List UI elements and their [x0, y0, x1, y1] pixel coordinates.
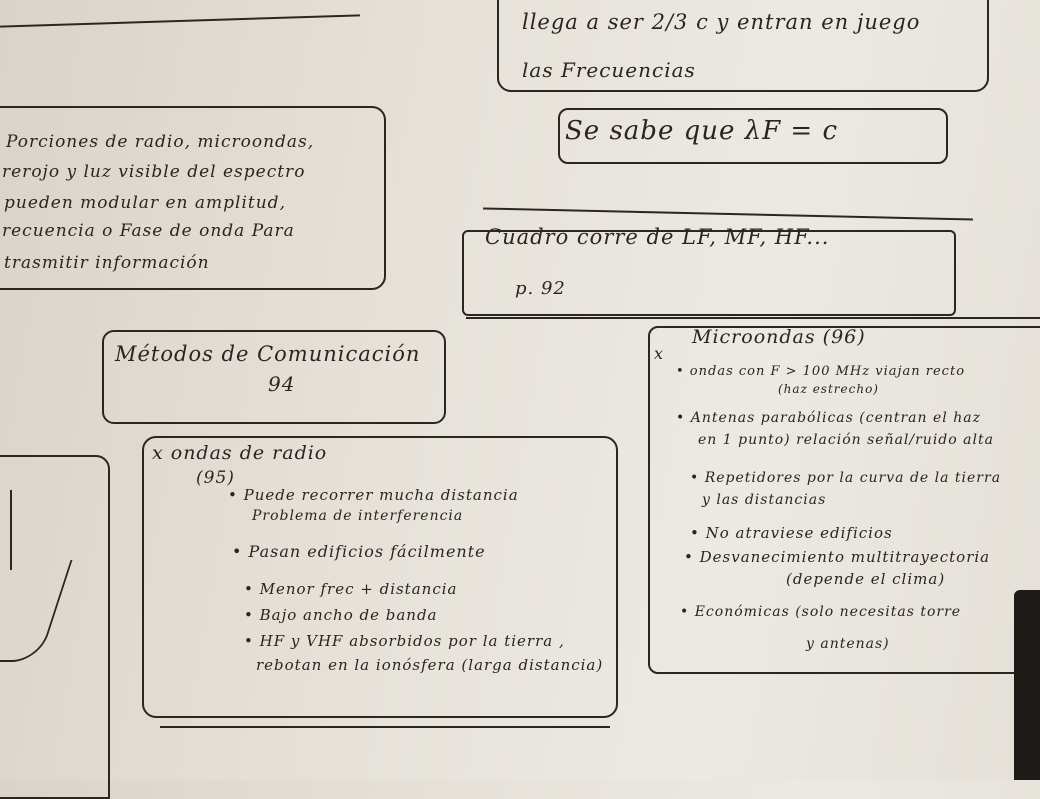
ondas-item-3: • Pasan edificios fácilmente — [232, 542, 486, 561]
micro-item-11: y antenas) — [806, 636, 890, 652]
cuadro-top-line — [483, 207, 973, 221]
micro-item-7: • No atraviese edificios — [690, 524, 893, 542]
metodos-line-1: Métodos de Comunicación — [115, 342, 421, 366]
top-right-line-2: las Frecuencias — [522, 58, 696, 82]
metodos-line-2: 94 — [268, 372, 296, 396]
left-line-3: pueden modular en amplitud, — [4, 193, 286, 213]
ondas-item-6: • HF y VHF absorbidos por la tierra , — [244, 632, 565, 650]
ondas-item-1: • Puede recorrer mucha distancia — [228, 486, 519, 504]
cuadro-bottom-line — [466, 317, 1040, 319]
micro-title: Microondas (96) — [692, 326, 866, 348]
marker-tray — [1014, 590, 1040, 780]
micro-item-10: • Económicas (solo necesitas torre — [680, 604, 962, 620]
ondas-radio-box — [142, 436, 618, 718]
micro-item-2: (haz estrecho) — [778, 382, 879, 396]
left-line-1: Porciones de radio, microondas, — [6, 132, 315, 152]
left-note-box — [0, 106, 386, 290]
top-right-note-box — [497, 0, 989, 92]
flask-sketch-left — [10, 490, 12, 570]
micro-item-6: y las distancias — [702, 492, 827, 508]
micro-item-9: (depende el clima) — [786, 570, 946, 588]
micro-item-5: • Repetidores por la curva de la tierra — [690, 470, 1002, 486]
microondas-box — [648, 326, 1040, 674]
left-line-4: recuencia o Fase de onda Para — [2, 221, 295, 241]
cuadro-box — [462, 230, 956, 316]
cuadro-line-1: Cuadro corre de LF, MF, HF... — [485, 225, 830, 249]
top-right-line-1: llega a ser 2/3 c y entran en juego — [522, 10, 921, 34]
cuadro-line-2: p. 92 — [515, 278, 566, 299]
micro-marker: x — [654, 344, 665, 363]
ondas-bottom-line — [160, 726, 610, 728]
metodos-box — [102, 330, 446, 424]
left-line-5: trasmitir información — [4, 253, 210, 273]
ondas-item-7: rebotan en la ionósfera (larga distancia… — [256, 656, 604, 674]
micro-item-4: en 1 punto) relación señal/ruido alta — [698, 432, 994, 448]
ondas-item-5: • Bajo ancho de banda — [244, 606, 438, 624]
formula-box — [558, 108, 948, 164]
micro-item-8: • Desvanecimiento multitrayectoria — [684, 548, 991, 566]
formula-text: Se sabe que λF = c — [565, 116, 839, 146]
micro-item-3: • Antenas parabólicas (centran el haz — [676, 410, 981, 426]
ondas-item-2: Problema de interferencia — [252, 508, 464, 524]
ondas-item-4: • Menor frec + distancia — [244, 580, 458, 598]
top-left-divider — [0, 14, 360, 28]
left-line-2: rerojo y luz visible del espectro — [2, 162, 306, 182]
ondas-page: (95) — [196, 468, 235, 488]
ondas-title: x ondas de radio — [152, 442, 328, 464]
micro-item-1: • ondas con F > 100 MHz viajan recto — [676, 364, 966, 379]
